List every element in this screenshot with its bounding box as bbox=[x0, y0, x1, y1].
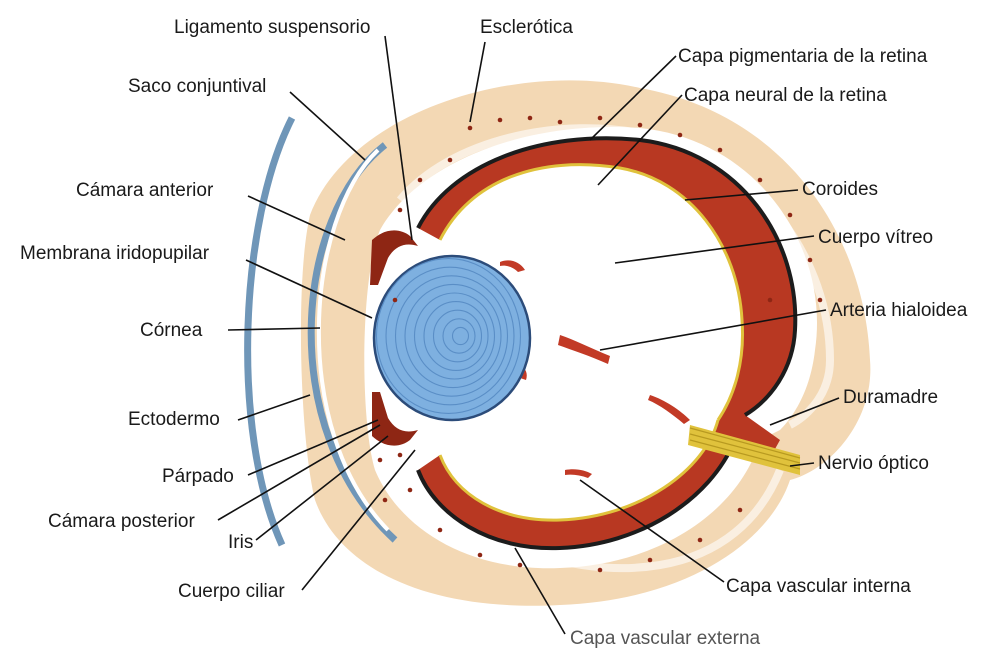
pigment-dot bbox=[597, 115, 603, 121]
iris-ciliary bbox=[370, 230, 418, 446]
leader-line-iris bbox=[255, 435, 389, 541]
pigment-dot bbox=[417, 177, 423, 183]
label-capa-vascular-interna: Capa vascular interna bbox=[726, 576, 911, 597]
leader-line-parpado bbox=[247, 419, 379, 476]
pigment-dot bbox=[382, 497, 388, 503]
lens-ring bbox=[385, 266, 515, 406]
optic-nerve bbox=[688, 425, 801, 475]
pigment-dot bbox=[447, 157, 453, 163]
pigment-dot bbox=[467, 125, 473, 131]
leader-line-esclerotica bbox=[469, 41, 486, 123]
pigment-dots bbox=[377, 115, 823, 573]
label-camara-posterior: Cámara posterior bbox=[48, 511, 195, 532]
label-coroides: Coroides bbox=[802, 179, 878, 200]
pigment-dot bbox=[497, 117, 503, 123]
retina-outer-layer bbox=[418, 138, 796, 549]
pigment-dot bbox=[817, 297, 823, 303]
pigment-dot bbox=[757, 177, 763, 183]
pigment-dot bbox=[407, 487, 413, 493]
lens-ring bbox=[394, 275, 509, 397]
leader-line-saco-conjuntival bbox=[289, 91, 366, 161]
lens-ring bbox=[404, 283, 502, 389]
leader-line-duramadre bbox=[769, 397, 840, 426]
pigment-dot bbox=[392, 297, 398, 303]
pigment-dot bbox=[397, 452, 403, 458]
label-capa-vascular-externa: Capa vascular externa bbox=[570, 628, 761, 649]
leader-line-capa-vascular-interna bbox=[579, 479, 725, 583]
leader-line-cuerpo-vitreo bbox=[614, 235, 815, 264]
pigment-dot bbox=[787, 212, 793, 218]
pigment-dot bbox=[737, 507, 743, 513]
pigment-dot bbox=[597, 567, 603, 573]
label-cuerpo-ciliar: Cuerpo ciliar bbox=[178, 581, 285, 602]
leader-line-capa-pigmentaria bbox=[589, 55, 677, 141]
label-duramadre: Duramadre bbox=[843, 387, 938, 408]
lens-ring bbox=[423, 301, 489, 371]
label-parpado: Párpado bbox=[162, 466, 234, 487]
label-capa-neural: Capa neural de la retina bbox=[684, 85, 887, 106]
lens-ring bbox=[442, 318, 476, 354]
leader-line-cornea bbox=[227, 327, 321, 331]
pigment-layer-line bbox=[416, 136, 798, 551]
leader-line-arteria-hialoidea bbox=[599, 309, 827, 351]
leader-line-camara-posterior bbox=[217, 424, 381, 521]
label-camara-anterior: Cámara anterior bbox=[76, 180, 214, 201]
pigment-dot bbox=[477, 552, 483, 558]
label-nervio-optico: Nervio óptico bbox=[818, 453, 929, 474]
hyaloid-artery bbox=[500, 260, 690, 478]
pigment-dot bbox=[527, 115, 533, 121]
leader-line-capa-neural bbox=[597, 94, 683, 186]
pigment-dot bbox=[677, 132, 683, 138]
pigment-dot bbox=[697, 537, 703, 543]
label-arteria-hialoidea: Arteria hialoidea bbox=[830, 300, 968, 321]
leader-line-camara-anterior bbox=[247, 195, 346, 241]
pigment-dot bbox=[557, 119, 563, 125]
label-ectodermo: Ectodermo bbox=[128, 409, 220, 430]
label-saco-conjuntival: Saco conjuntival bbox=[128, 76, 266, 97]
label-esclerotica: Esclerótica bbox=[480, 17, 573, 38]
pigment-dot bbox=[767, 297, 773, 303]
label-cornea: Córnea bbox=[140, 320, 203, 341]
pigment-dot bbox=[647, 557, 653, 563]
label-iris: Iris bbox=[228, 532, 253, 553]
pigment-dot bbox=[517, 562, 523, 568]
label-ligamento: Ligamento suspensorio bbox=[174, 17, 370, 38]
leader-line-nervio-optico bbox=[789, 462, 815, 467]
neural-retina-line bbox=[438, 163, 745, 522]
leader-line-ectodermo bbox=[237, 394, 311, 421]
lens-ring bbox=[432, 309, 483, 363]
pigment-dot bbox=[397, 207, 403, 213]
pigment-dot bbox=[717, 147, 723, 153]
pigment-dot bbox=[637, 122, 643, 128]
label-capa-pigmentaria: Capa pigmentaria de la retina bbox=[678, 46, 928, 67]
pigment-dot bbox=[807, 257, 813, 263]
label-cuerpo-vitreo: Cuerpo vítreo bbox=[818, 227, 933, 248]
pigment-dot bbox=[387, 237, 393, 243]
leader-line-capa-vascular-externa bbox=[514, 547, 566, 635]
leader-line-membrana-iridopupilar bbox=[245, 259, 373, 319]
lens-ring bbox=[451, 326, 470, 346]
pigment-dot bbox=[437, 527, 443, 533]
leader-line-ligamento bbox=[384, 35, 413, 241]
lens-ring bbox=[413, 292, 496, 380]
lens-ring bbox=[375, 258, 522, 414]
label-membrana-iridopupilar: Membrana iridopupilar bbox=[20, 243, 210, 264]
pigment-dot bbox=[377, 457, 383, 463]
lens bbox=[372, 254, 532, 422]
leader-line-cuerpo-ciliar bbox=[301, 449, 416, 591]
leader-line-coroides bbox=[684, 189, 799, 201]
